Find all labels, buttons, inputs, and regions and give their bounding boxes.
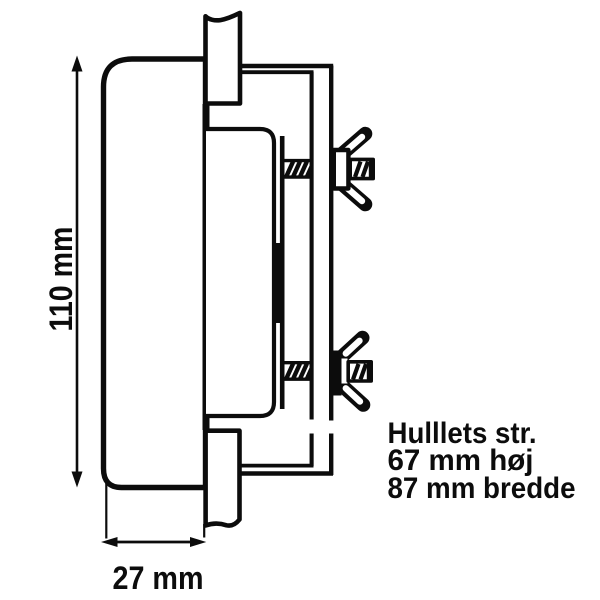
svg-text:110 mm: 110 mm [43,227,79,332]
svg-text:Hulllets str.: Hulllets str. [388,417,537,450]
svg-text:27 mm: 27 mm [113,560,204,596]
svg-text:67 mm høj: 67 mm høj [388,444,534,477]
svg-text:87 mm bredde: 87 mm bredde [388,472,576,505]
